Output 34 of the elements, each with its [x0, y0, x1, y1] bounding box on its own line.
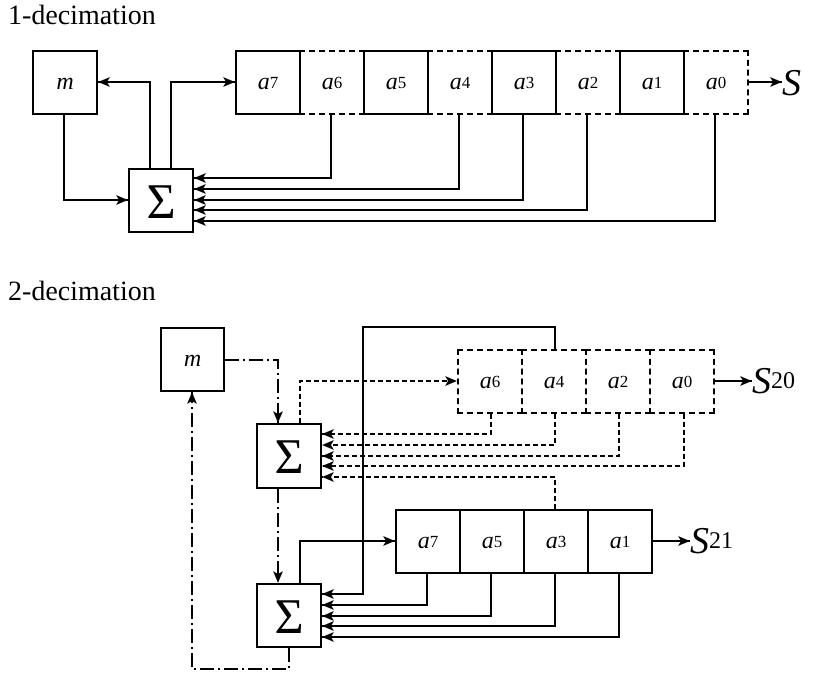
- arrow: [299, 376, 457, 423]
- arrow: [187, 392, 290, 670]
- arrow: [322, 414, 492, 439]
- arrow: [322, 414, 556, 450]
- summation-box: Σ: [256, 423, 322, 489]
- arrow: [322, 574, 428, 610]
- output-symbol: S: [782, 58, 816, 108]
- arrow: [194, 115, 524, 205]
- arrow: [98, 77, 151, 168]
- arrow: [170, 77, 235, 168]
- summation-box: Σ: [256, 583, 322, 648]
- arrow: [194, 115, 460, 194]
- arrow: [322, 326, 556, 599]
- arrow: [715, 376, 752, 386]
- arrow: [194, 115, 716, 226]
- arrow: [63, 115, 128, 205]
- arrow: [322, 574, 556, 631]
- summation-box: Σ: [128, 168, 194, 233]
- arrow: [322, 472, 556, 509]
- arrow: [749, 77, 782, 87]
- arrow: [273, 489, 283, 583]
- variable-box: m: [160, 327, 225, 392]
- variable-box: m: [32, 50, 98, 115]
- arrow: [322, 574, 620, 642]
- arrow: [322, 574, 492, 621]
- arrow: [194, 115, 332, 183]
- arrow: [322, 414, 685, 471]
- arrow: [225, 359, 283, 423]
- section-title: 2-decimation: [8, 276, 156, 308]
- arrow: [653, 536, 690, 546]
- section-title: 1-decimation: [8, 0, 156, 32]
- arrow: [194, 115, 588, 215]
- arrow: [299, 536, 395, 583]
- arrow: [322, 414, 620, 461]
